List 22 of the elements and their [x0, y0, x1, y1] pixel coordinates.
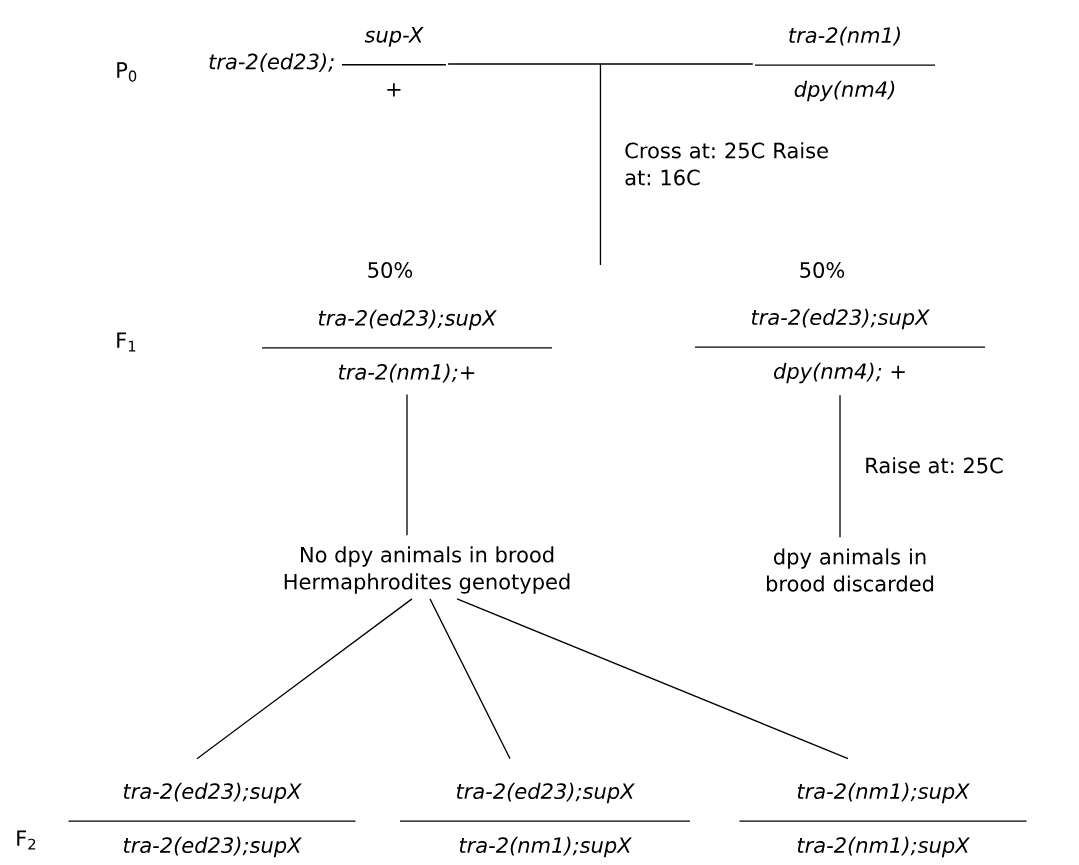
condition-text: Cross at: 25C Raise at: 16C: [625, 142, 828, 186]
genotype-fraction: tra-2(ed23);supX dpy(nm4); +: [694, 308, 986, 384]
genotype-fraction: tra-2(ed23);supX tra-2(ed23);supX: [67, 782, 357, 858]
descent-line: [839, 394, 841, 538]
generation-label: F$_{1}$: [117, 332, 136, 352]
branch-line: [429, 598, 511, 760]
genotype-fraction: tra-2(nm1) dpy(nm4): [754, 26, 936, 102]
generation-label: P$_{0}$: [117, 62, 137, 82]
cross-line: [447, 63, 754, 65]
generation-label: F$_{2}$: [17, 830, 36, 850]
genotype-fraction: tra-2(ed23);supX tra-2(nm1);supX: [399, 782, 691, 858]
outcome-text: No dpy animals in brood Hermaphrodites genotyped: [284, 546, 570, 594]
percentage-text: 50%: [368, 262, 413, 278]
genotype-fraction: tra-2(ed23);supX tra-2(nm1);+: [261, 309, 553, 383]
percentage-text: 50%: [800, 262, 845, 278]
genotype-fraction: tra-2(nm1);supX tra-2(nm1);supX: [738, 782, 1028, 858]
genotype-fraction: tra-2(ed23); sup-X +: [209, 27, 447, 97]
branch-line: [196, 598, 413, 760]
outcome-text: dpy animals in brood discarded: [766, 548, 934, 592]
descent-line: [406, 393, 408, 536]
edge-label: Raise at: 25C: [866, 457, 1003, 474]
branch-line: [456, 598, 849, 760]
